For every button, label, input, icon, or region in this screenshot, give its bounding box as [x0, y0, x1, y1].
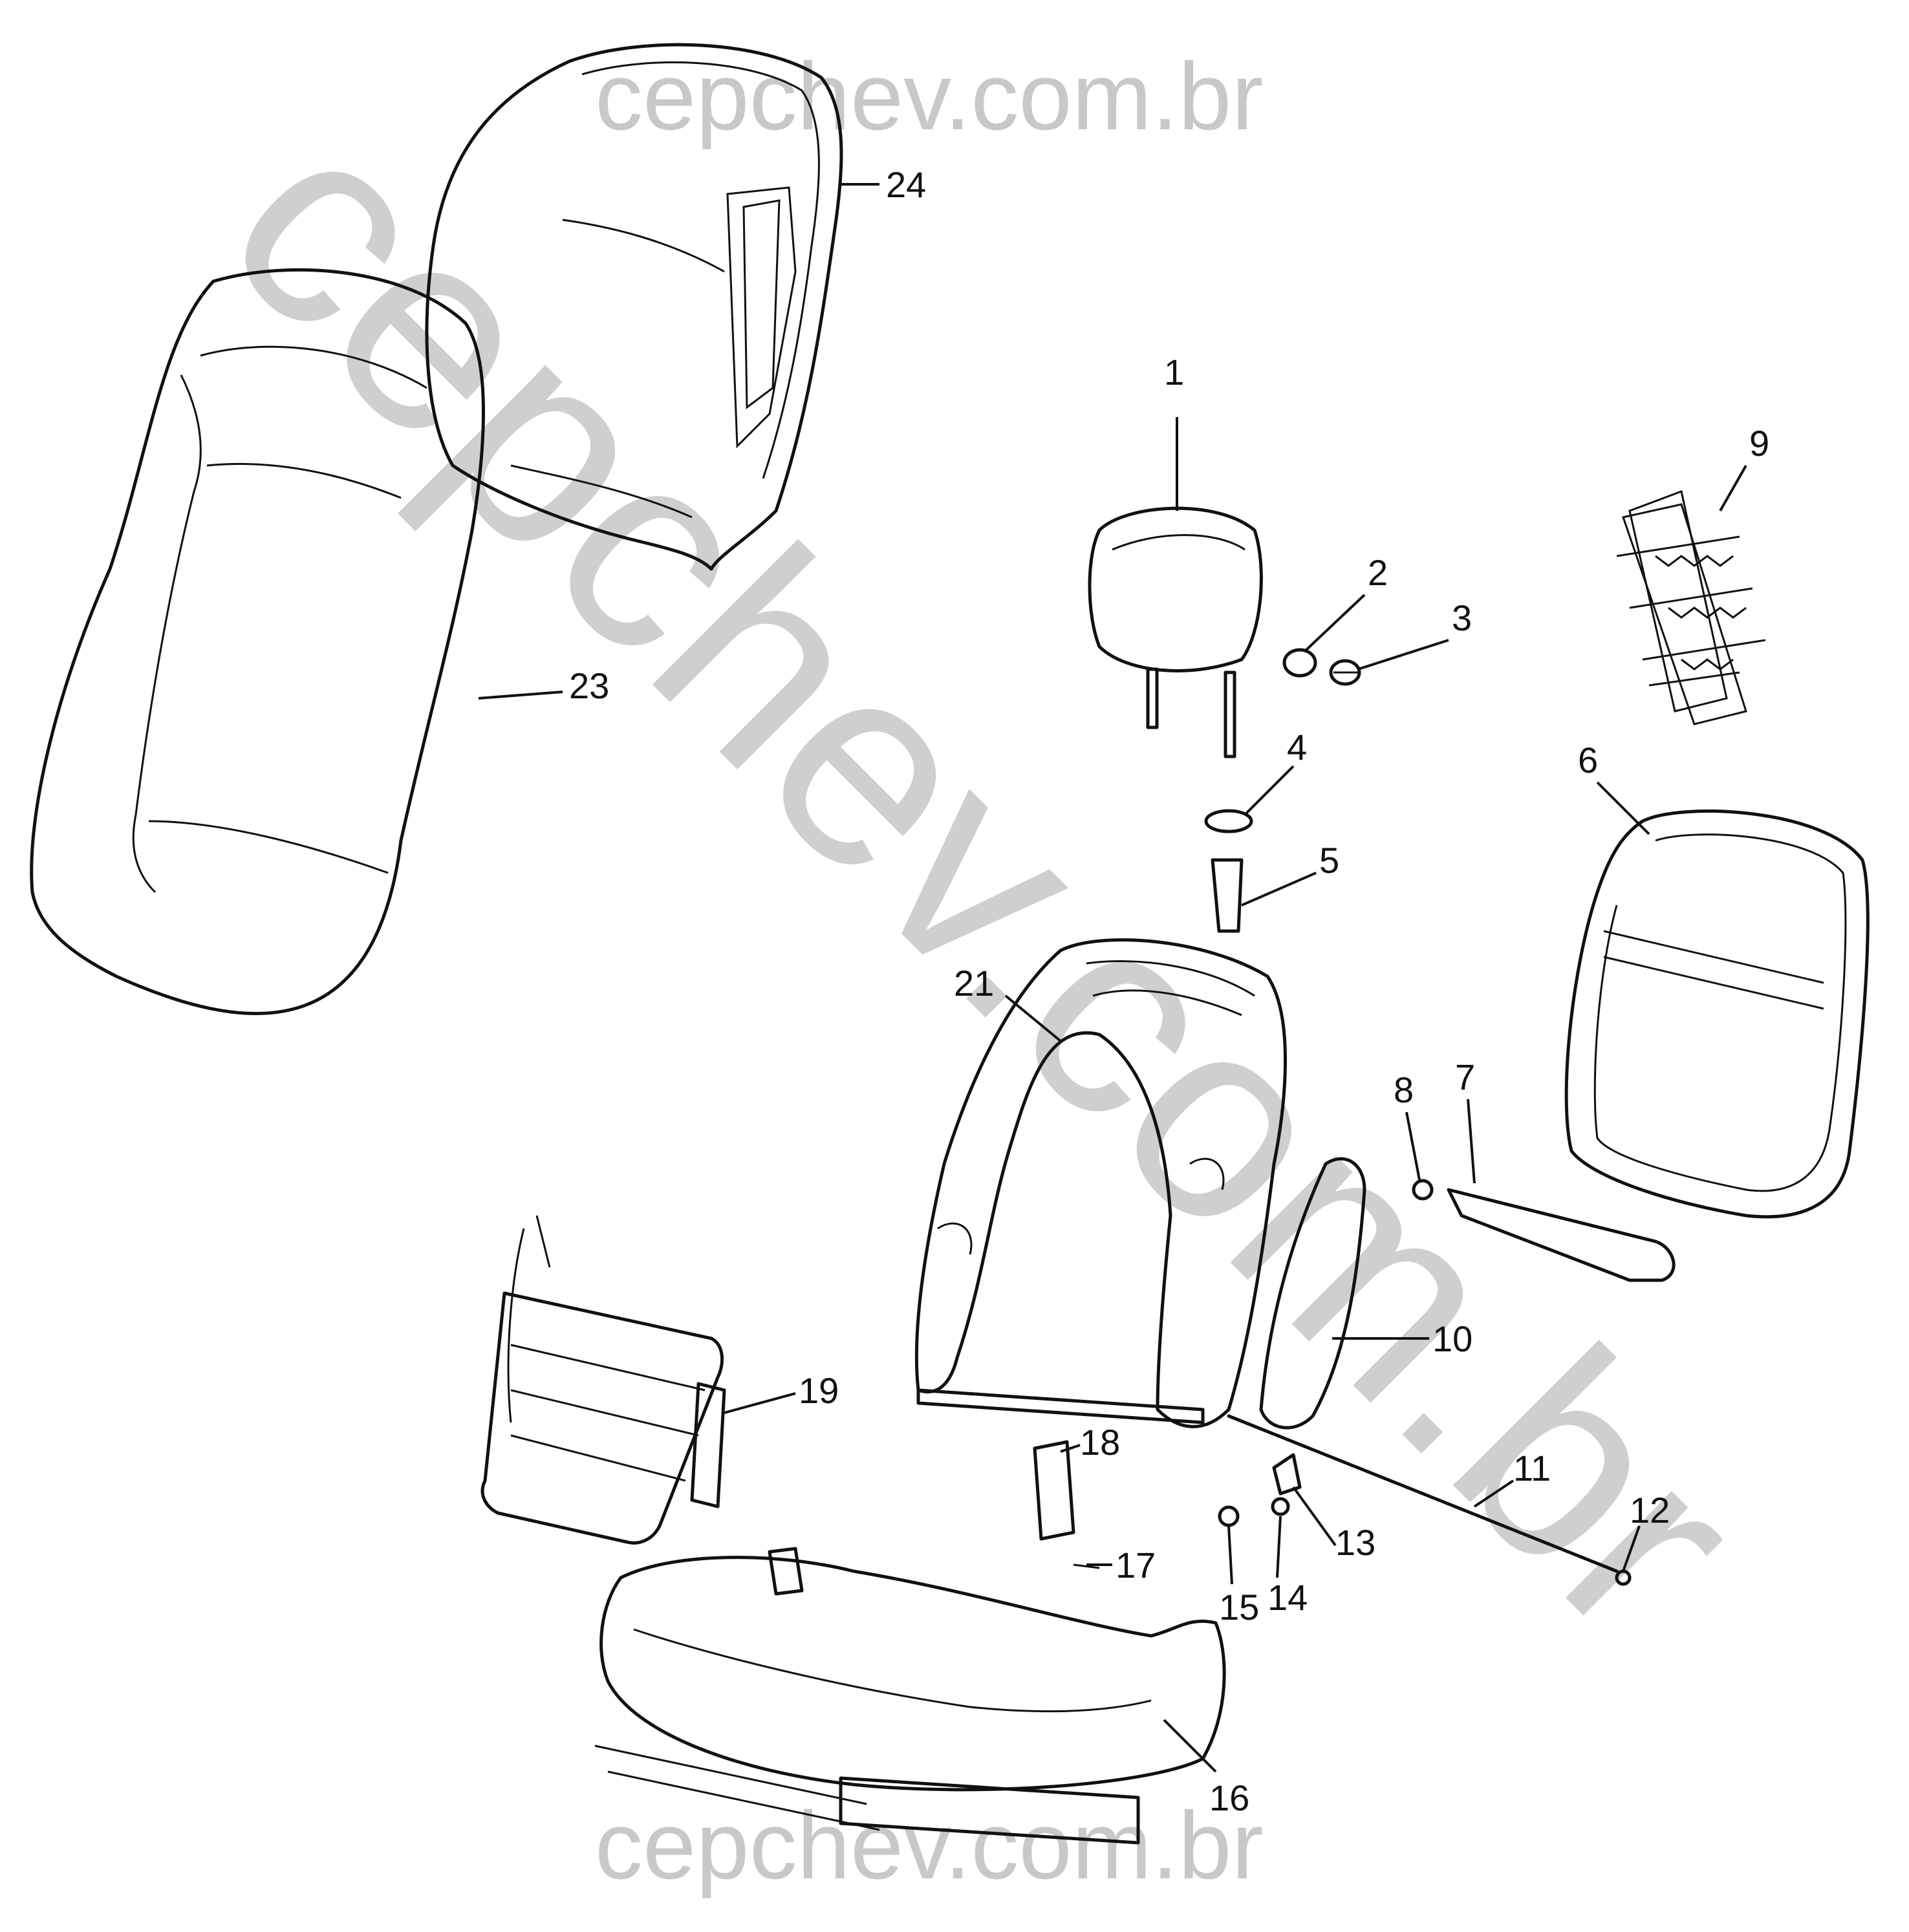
callout-11: 11 [1513, 1448, 1551, 1488]
leader-lines [478, 183, 1747, 1773]
guide-bezel [1282, 648, 1317, 678]
callout-9: 9 [1749, 423, 1769, 464]
callout-6: 6 [1578, 740, 1598, 780]
callout-8: 8 [1394, 1069, 1414, 1110]
callout-23: 23 [569, 665, 609, 706]
callout-15: 15 [1219, 1587, 1259, 1627]
seatback-cover-upper [425, 43, 843, 571]
callout-7: 7 [1455, 1057, 1475, 1097]
side-bolster [1259, 1157, 1366, 1430]
recliner-handle [1447, 1188, 1676, 1282]
callout-18: 18 [1080, 1422, 1120, 1463]
callout-21: 21 [954, 963, 994, 1004]
callout-24: 24 [886, 164, 926, 205]
callout-13: 13 [1335, 1522, 1375, 1563]
recliner-rod [1227, 1414, 1619, 1573]
recliner-bracket [1272, 1453, 1302, 1496]
guide-cap [1204, 809, 1253, 833]
seatback-rear-panel [30, 268, 485, 1015]
seatback-frame [914, 938, 1287, 1428]
guide-sleeve [1329, 659, 1361, 686]
callout-12: 12 [1630, 1490, 1670, 1530]
callout-2: 2 [1368, 552, 1388, 593]
suspension-mat [1616, 489, 1766, 725]
recliner-motor [1033, 1440, 1075, 1541]
seat-cushion-assembly [594, 1547, 1226, 1845]
callout-10: 10 [1432, 1318, 1472, 1359]
watermark-bottom: cepchev.com.br [595, 1792, 1264, 1899]
guide-tube [1211, 858, 1244, 933]
motor-bolt [1073, 1563, 1100, 1569]
bracket-screw [1218, 1505, 1240, 1527]
callout-19: 19 [799, 1370, 839, 1411]
watermark-top: cepchev.com.br [595, 43, 1264, 150]
callout-16: 16 [1209, 1777, 1249, 1818]
heater-element [480, 1215, 726, 1545]
callout-17: 17 [1116, 1545, 1156, 1585]
callout-4: 4 [1287, 727, 1307, 767]
recliner-nut [1412, 1179, 1434, 1201]
watermark-diagonal: cepchev.com.br [169, 64, 1800, 1695]
callout-1: 1 [1164, 352, 1184, 392]
callout-14: 14 [1267, 1577, 1308, 1618]
bracket-bolt [1271, 1497, 1290, 1516]
callout-5: 5 [1319, 840, 1339, 881]
callout-3: 3 [1452, 597, 1472, 638]
head-restraint [1088, 506, 1263, 758]
seatback-panel [1564, 809, 1870, 1219]
